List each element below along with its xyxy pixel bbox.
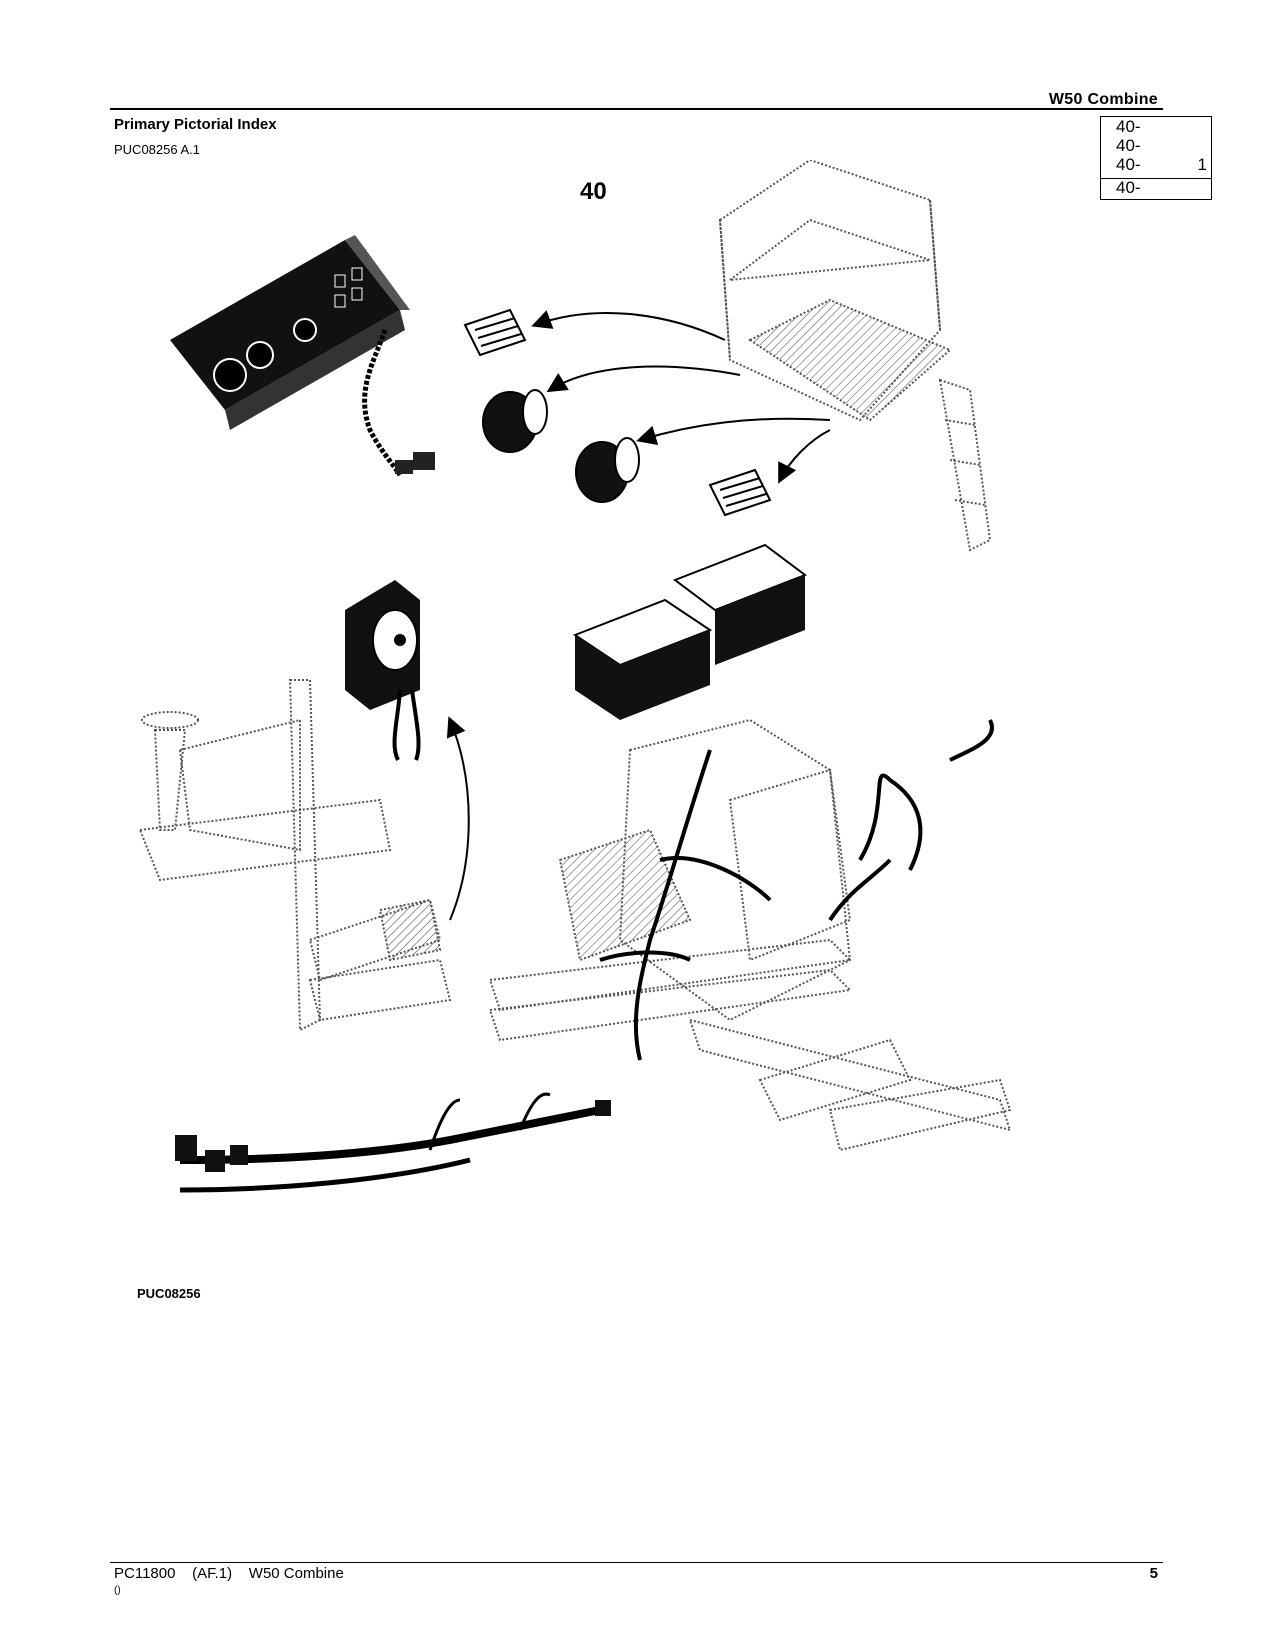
index-row: 40- (1116, 117, 1141, 136)
index-divider (1101, 178, 1211, 179)
main-harness (175, 1092, 611, 1193)
index-row: 40- (1116, 136, 1141, 155)
group-index-box: 40- 40- 40- 1 40- (1100, 116, 1212, 200)
page-number: 5 (1149, 1565, 1158, 1582)
gauge-assembly (482, 389, 640, 503)
index-row: 40- (1116, 155, 1141, 174)
callout-arrows (446, 310, 831, 921)
section-code: PUC08256 A.1 (114, 142, 201, 157)
header-rule (110, 108, 1163, 110)
index-page: 1 (1197, 155, 1207, 174)
figure-label: PUC08256 (137, 1286, 201, 1301)
light-assembly (463, 308, 772, 517)
engine-harness (599, 719, 994, 1061)
footer-sub: () (114, 1585, 121, 1596)
instrument-panel (170, 235, 435, 477)
batteries (572, 543, 808, 720)
footer-rule (110, 1562, 1163, 1563)
section-title: Primary Pictorial Index (114, 116, 277, 133)
steering-column (138, 679, 452, 1032)
switch-component (345, 580, 421, 761)
model-name: W50 Combine (1048, 91, 1158, 108)
engine-frame (488, 718, 1012, 1152)
group-number: 40 (580, 178, 607, 205)
index-row: 40- (1116, 178, 1141, 197)
pictorial-illustration (138, 160, 1012, 1193)
cab-platform (718, 160, 992, 552)
footer-text: PC11800 (AF.1) W50 Combine (114, 1565, 344, 1582)
